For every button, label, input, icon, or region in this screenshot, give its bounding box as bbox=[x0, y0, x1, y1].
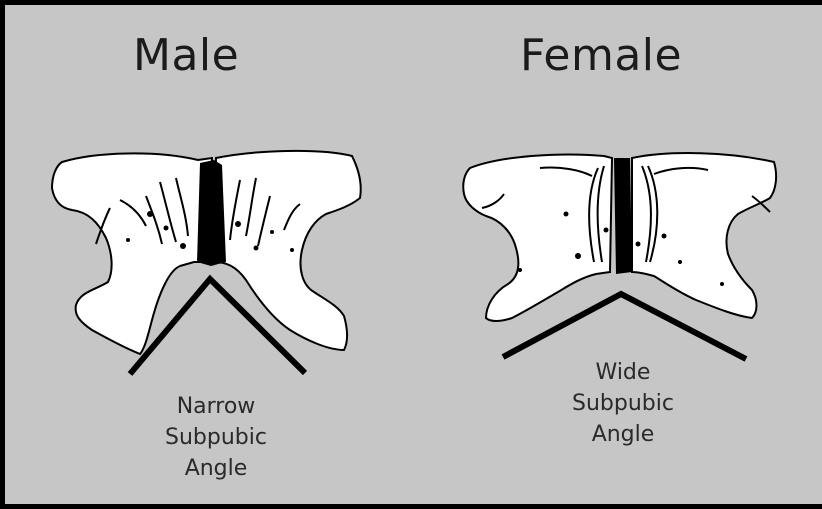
female-caption-line-1: Wide bbox=[543, 357, 703, 388]
female-caption-line-2: Subpubic bbox=[543, 388, 703, 419]
male-caption-line-2: Subpubic bbox=[136, 422, 296, 453]
male-caption: Narrow Subpubic Angle bbox=[136, 391, 296, 484]
male-symphysis bbox=[197, 160, 226, 266]
male-pubis-left-bone bbox=[52, 153, 212, 354]
female-title: Female bbox=[520, 30, 682, 81]
male-title: Male bbox=[133, 30, 239, 81]
female-caption-line-3: Angle bbox=[543, 419, 703, 450]
male-caption-line-3: Angle bbox=[136, 453, 296, 484]
female-pubis-right-bone bbox=[632, 153, 776, 318]
female-caption: Wide Subpubic Angle bbox=[543, 357, 703, 450]
male-caption-line-1: Narrow bbox=[136, 391, 296, 422]
male-pubis-right-bone bbox=[214, 151, 361, 350]
male-pubis bbox=[52, 151, 361, 354]
female-symphysis bbox=[614, 158, 632, 274]
